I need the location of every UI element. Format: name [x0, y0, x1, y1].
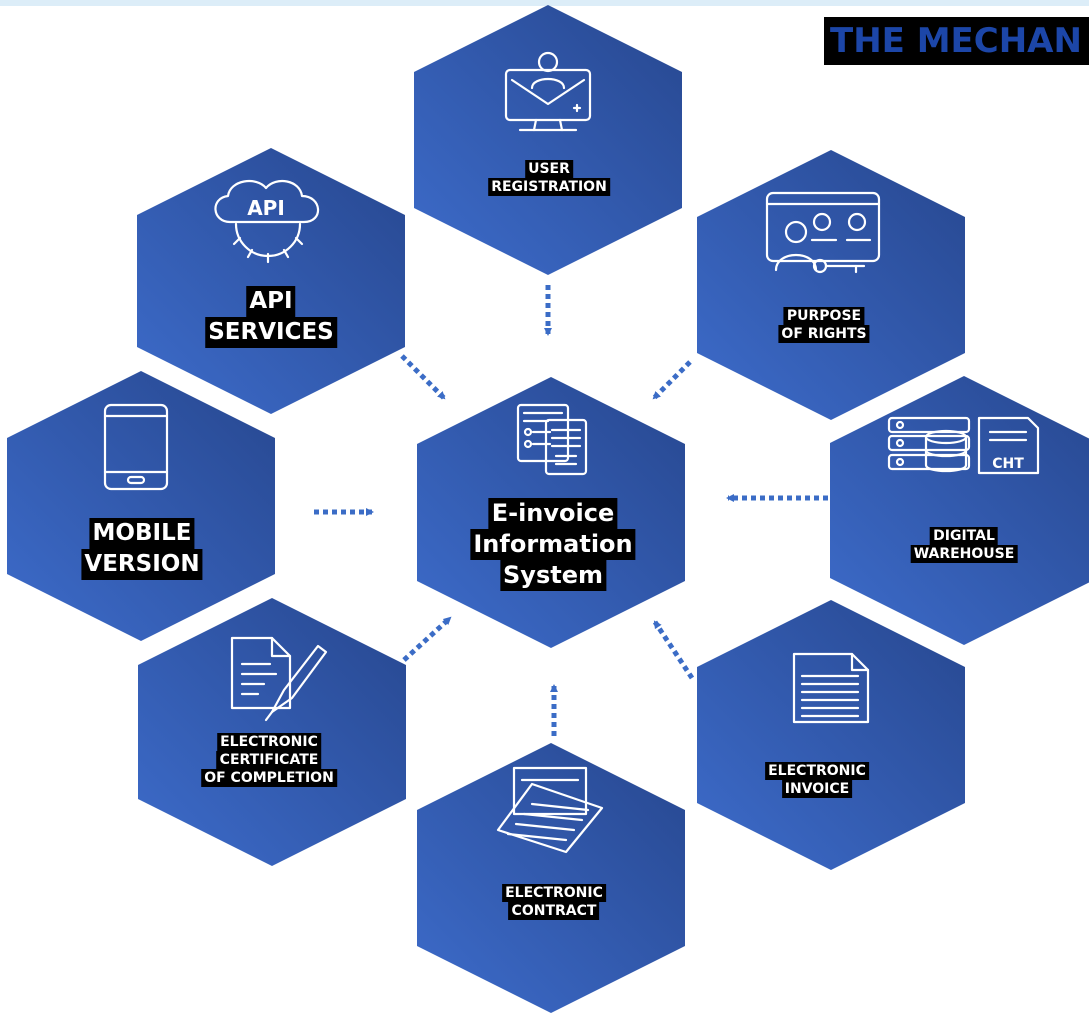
label-line: ELECTRONIC: [502, 884, 606, 902]
label-line: INVOICE: [781, 780, 853, 798]
hex-mobile-version: [7, 371, 275, 641]
label-line: CONTRACT: [508, 902, 600, 920]
hex-electronic-invoice: [697, 600, 965, 870]
contract-papers-icon: [496, 766, 604, 854]
banner-title: THE MECHAN: [824, 17, 1089, 65]
label-user-registration: USER REGISTRATION: [488, 160, 610, 196]
top-strip: [0, 0, 1089, 6]
hex-user-registration: [414, 5, 682, 275]
label-line: MOBILE: [89, 518, 195, 549]
label-line: E-invoice: [488, 498, 618, 529]
tablet-icon: [103, 403, 169, 491]
hex-electronic-contract: [417, 743, 685, 1013]
label-line: WAREHOUSE: [910, 545, 1018, 563]
label-line: CERTIFICATE: [216, 751, 322, 769]
label-line: OF RIGHTS: [778, 325, 870, 343]
label-line: REGISTRATION: [488, 178, 610, 196]
document-icon: [792, 652, 870, 724]
arrow-from-electronic-certificate: [402, 616, 452, 662]
arrow-from-purpose-of-rights: [652, 360, 692, 400]
hex-digital-warehouse: [830, 376, 1089, 645]
document-pen-icon: [230, 636, 328, 722]
label-electronic-certificate: ELECTRONIC CERTIFICATE OF COMPLETION: [201, 733, 337, 787]
label-line: API: [246, 286, 296, 317]
hex-electronic-certificate: [138, 598, 406, 866]
label-line: Information: [470, 529, 636, 560]
label-electronic-invoice: ELECTRONIC INVOICE: [765, 762, 869, 798]
arrow-from-api-services: [400, 354, 446, 400]
label-line: VERSION: [81, 549, 203, 580]
label-api-services: API SERVICES: [205, 286, 337, 348]
label-mobile-version: MOBILE VERSION: [81, 518, 203, 580]
label-center-system: E-invoice Information System: [470, 498, 636, 591]
label-line: ELECTRONIC: [765, 762, 869, 780]
label-line: SERVICES: [205, 317, 337, 348]
cht-badge: CHT: [992, 456, 1024, 472]
label-line: PURPOSE: [783, 307, 865, 325]
label-line: DIGITAL: [930, 527, 998, 545]
arrow-from-electronic-invoice: [652, 620, 695, 680]
database-server-icon: [887, 416, 1040, 475]
user-rights-key-icon: [765, 191, 881, 274]
hex-api-services: [137, 148, 405, 414]
label-line: System: [500, 560, 606, 591]
api-badge: API: [247, 196, 285, 220]
label-line: OF COMPLETION: [201, 769, 337, 787]
label-purpose-of-rights: PURPOSE OF RIGHTS: [778, 307, 870, 343]
label-line: USER: [525, 160, 573, 178]
api-cloud-gear-icon: [214, 179, 320, 264]
invoice-system-icon: [516, 403, 588, 476]
user-registration-icon: [504, 51, 592, 132]
label-electronic-contract: ELECTRONIC CONTRACT: [502, 884, 606, 920]
label-line: ELECTRONIC: [217, 733, 321, 751]
hex-purpose-of-rights: [697, 150, 965, 420]
label-digital-warehouse: DIGITAL WAREHOUSE: [910, 527, 1018, 563]
